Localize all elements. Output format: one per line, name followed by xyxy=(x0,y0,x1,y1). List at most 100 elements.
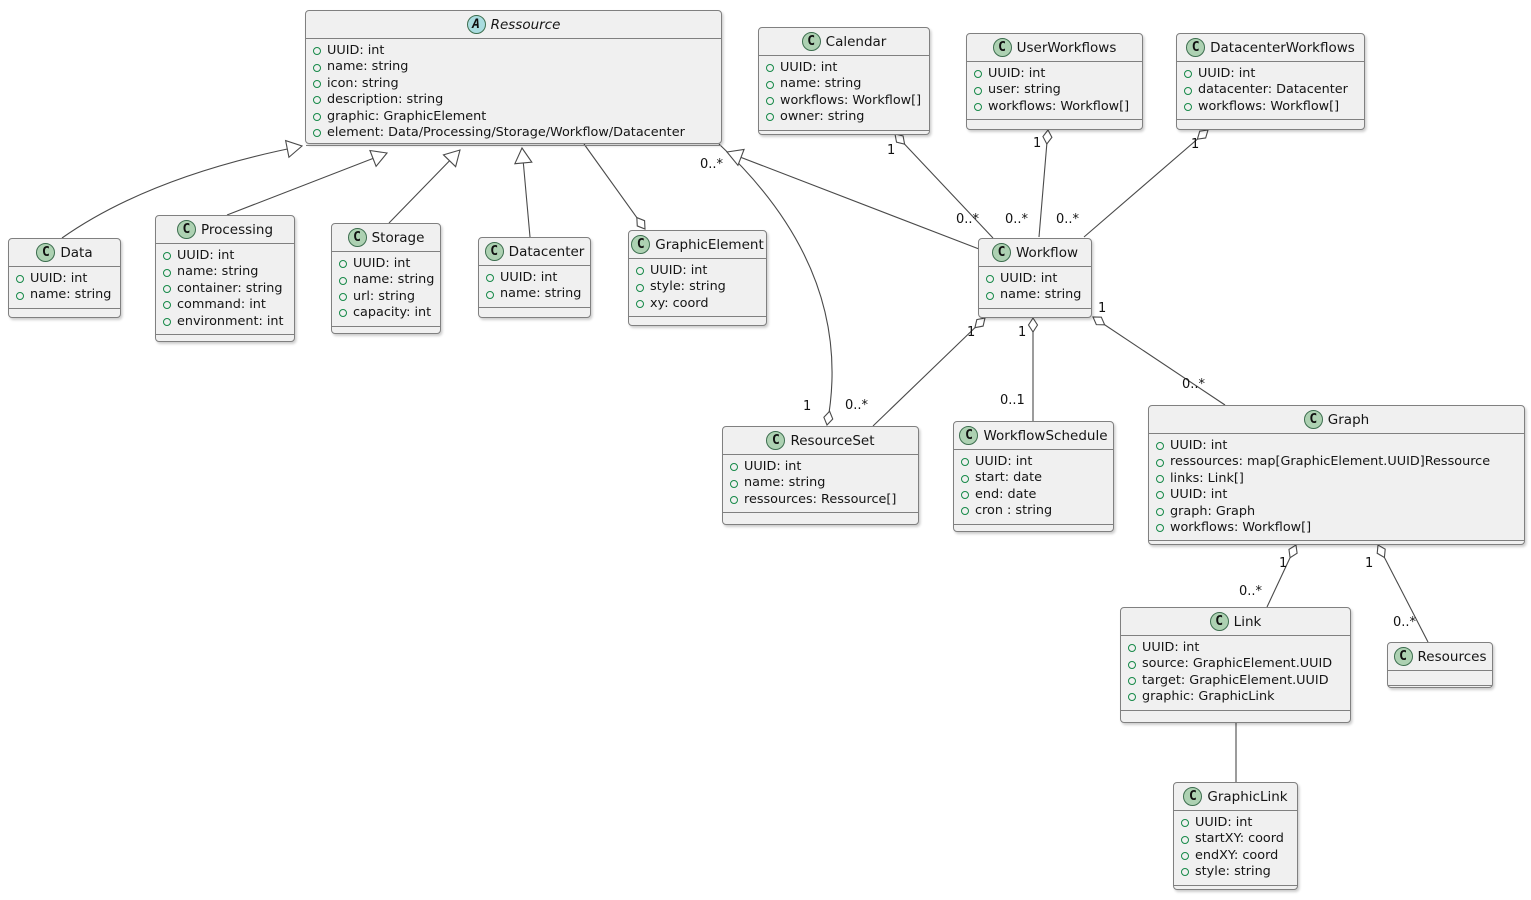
attribute-text: owner: string xyxy=(780,109,865,125)
multiplicity-label: 0..1 xyxy=(1000,393,1025,408)
field-visibility-icon xyxy=(974,70,982,79)
class-icon: C xyxy=(1209,612,1229,631)
field-visibility-icon xyxy=(16,291,24,300)
attribute-text: description: string xyxy=(327,92,444,108)
attribute-text: container: string xyxy=(177,280,283,296)
field-visibility-icon xyxy=(313,129,321,138)
methods-compartment xyxy=(629,317,766,325)
field-visibility-icon xyxy=(1156,524,1164,533)
field-visibility-icon xyxy=(961,474,969,483)
field-visibility-icon xyxy=(313,96,321,105)
field-visibility-icon xyxy=(1181,852,1189,861)
field-visibility-icon xyxy=(313,63,321,72)
field-visibility-icon xyxy=(339,260,347,269)
multiplicity-label: 0..* xyxy=(1182,377,1206,392)
class-icon: C xyxy=(992,243,1011,262)
attribute-text: UUID: int xyxy=(30,271,88,286)
attribute-text: name: string xyxy=(500,286,582,302)
field-visibility-icon xyxy=(1184,70,1192,79)
field-visibility-icon xyxy=(961,458,969,467)
attribute-text: cron : string xyxy=(975,503,1053,519)
class-name: DatacenterWorkflows xyxy=(1210,39,1355,56)
attribute-text: name: string xyxy=(177,264,259,280)
multiplicity-label: 0..* xyxy=(1005,212,1029,227)
class-resources: C Resources xyxy=(1387,642,1493,688)
attribute-text: UUID: int xyxy=(988,66,1046,81)
methods-compartment xyxy=(1388,686,1492,687)
field-visibility-icon xyxy=(486,274,494,283)
attribute-text: UUID: int xyxy=(1198,66,1256,81)
field-visibility-icon xyxy=(339,276,347,285)
multiplicity-label: 0..* xyxy=(700,157,724,172)
class-header: C GraphicElement xyxy=(629,231,766,259)
attribute-text: xy: coord xyxy=(650,295,709,311)
attribute-text: ressources: map[GraphicElement.UUID]Ress… xyxy=(1170,454,1491,470)
attribute-text: name: string xyxy=(30,287,112,303)
class-icon: C xyxy=(1303,410,1323,429)
multiplicity-label: 1 xyxy=(887,143,896,158)
class-icon: C xyxy=(1393,647,1413,666)
class-name: Graph xyxy=(1327,411,1370,428)
class-header: C ResourceSet xyxy=(723,427,918,455)
field-visibility-icon xyxy=(961,491,969,500)
class-icon: C xyxy=(801,32,821,51)
field-visibility-icon xyxy=(974,86,982,95)
attribute-text: url: string xyxy=(353,288,416,304)
methods-compartment xyxy=(954,525,1113,531)
attribute-text: UUID: int xyxy=(1170,438,1228,453)
multiplicity-label: 0..* xyxy=(845,398,869,413)
field-visibility-icon xyxy=(1156,507,1164,516)
attribute-text: target: GraphicElement.UUID xyxy=(1142,672,1329,688)
field-visibility-icon xyxy=(313,112,321,121)
class-icon: C xyxy=(347,228,367,247)
methods-compartment xyxy=(979,309,1091,317)
attribute-text: workflows: Workflow[] xyxy=(988,98,1130,114)
attribute-text: workflows: Workflow[] xyxy=(1170,520,1312,536)
attribute-text: style: string xyxy=(1195,864,1271,880)
class-icon: C xyxy=(1183,787,1203,806)
field-visibility-icon xyxy=(986,275,994,284)
attribute-text: end: date xyxy=(975,486,1037,502)
attribute-text: UUID: int xyxy=(780,60,838,75)
multiplicity-label: 1 xyxy=(1033,136,1042,151)
attribute-text: graph: Graph xyxy=(1170,503,1256,519)
field-visibility-icon xyxy=(1156,442,1164,451)
attribute-text: name: string xyxy=(1000,287,1082,303)
methods-compartment xyxy=(967,120,1142,129)
attribute-text: icon: string xyxy=(327,75,399,91)
abstract-class-icon: A xyxy=(466,15,486,34)
multiplicity-label: 0..* xyxy=(1393,615,1417,630)
class-header: C Workflow xyxy=(979,239,1091,267)
methods-compartment xyxy=(723,513,918,524)
class-icon: C xyxy=(484,242,504,261)
attribute-text: command: int xyxy=(177,297,266,313)
class-name: Workflow xyxy=(1016,244,1078,261)
field-visibility-icon xyxy=(636,283,644,292)
attribute-text: UUID: int xyxy=(975,454,1033,469)
attribute-text: name: string xyxy=(780,76,862,92)
methods-compartment xyxy=(9,309,120,317)
field-visibility-icon xyxy=(1128,644,1136,653)
field-visibility-icon xyxy=(1181,868,1189,877)
attribute-text: start: date xyxy=(975,470,1043,486)
field-visibility-icon xyxy=(339,293,347,302)
class-icon: C xyxy=(1186,38,1206,57)
class-header: C Data xyxy=(9,239,120,267)
attribute-text: startXY: coord xyxy=(1195,831,1284,847)
